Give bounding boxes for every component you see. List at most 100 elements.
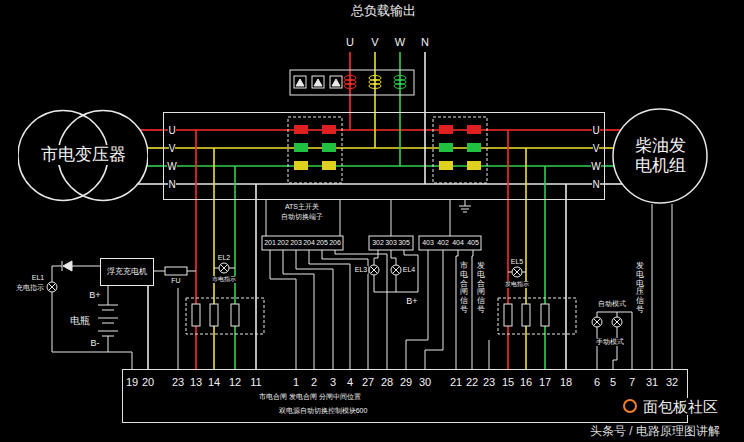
node-text: N	[168, 179, 175, 191]
node-text: 市电变压器	[41, 145, 126, 165]
control-wire	[72, 266, 100, 267]
lamp-symbol	[592, 317, 602, 327]
control-wire	[52, 292, 132, 369]
fuse-block	[192, 304, 200, 326]
terminal-number: 5	[609, 376, 617, 389]
lamp-symbol	[612, 317, 622, 327]
generator-symbol: 柴油发电机组	[612, 108, 708, 204]
phase-label: V	[370, 36, 379, 49]
fuse-block	[498, 298, 576, 334]
phase-wire	[605, 129, 621, 131]
control-wire	[374, 250, 378, 265]
lamp-symbol	[594, 319, 601, 326]
terminal-number: 4	[346, 376, 354, 389]
lamp-symbol	[614, 319, 621, 326]
ground-symbol	[461, 209, 469, 210]
terminal-number: 403	[421, 239, 435, 247]
control-wire	[102, 323, 114, 324]
control-wire	[374, 275, 375, 292]
terminal-number: 14	[207, 376, 221, 389]
control-wire	[335, 250, 387, 369]
phase-bus	[399, 52, 401, 166]
phase-wire	[140, 129, 163, 131]
terminal-number: 405	[466, 239, 480, 247]
phase-label: U	[345, 36, 355, 49]
node-text: 市电合闸 发电合闸 分闸中间位置	[259, 393, 361, 401]
transfer-switch-panel: UVWNUVWN	[163, 112, 605, 200]
lamp-symbol	[514, 269, 521, 276]
fuse-block	[186, 298, 264, 334]
phase-bus	[424, 52, 426, 184]
lamp-symbol	[594, 319, 601, 326]
terminal-number: 31	[645, 376, 659, 389]
phase-bus	[565, 184, 567, 369]
load-symbols	[312, 76, 324, 88]
annotation-label: FU	[170, 277, 181, 285]
phase-wire	[140, 130, 163, 131]
terminal-number: 305	[397, 239, 411, 247]
annotation-label: 电瓶	[69, 315, 91, 327]
lamp-symbol	[214, 268, 219, 269]
contactor-symbol	[439, 125, 453, 134]
lamp-symbol	[391, 265, 401, 275]
terminal-number: 32	[665, 376, 679, 389]
node-text: 浮充充电机	[107, 267, 147, 276]
ground-symbol	[459, 206, 471, 207]
node-text: 柴油发电机组	[635, 136, 686, 175]
contactor-symbol	[439, 143, 453, 152]
lamp-symbol	[221, 265, 228, 272]
fuse-block	[522, 304, 530, 326]
node-text: V	[169, 143, 176, 155]
terminal-number: 17	[538, 376, 552, 389]
generator-circle	[613, 109, 707, 203]
control-wire	[98, 305, 118, 306]
node-text: V	[593, 143, 600, 155]
terminal-number: 27	[361, 376, 375, 389]
terminal-number: 1	[292, 376, 300, 389]
phase-wire	[147, 165, 163, 167]
annotation-label: EL2	[217, 254, 231, 262]
terminal-number: 6	[593, 376, 601, 389]
terminal-number: 28	[380, 376, 394, 389]
terminal-number: 23	[482, 376, 496, 389]
control-wire	[456, 250, 458, 369]
watermark: 头条号 / 电路原理图讲解	[589, 425, 721, 439]
phase-wire	[138, 183, 163, 185]
control-wire	[391, 200, 392, 236]
terminal-number: 29	[399, 376, 413, 389]
control-wire	[154, 271, 165, 272]
load-symbols	[369, 84, 381, 89]
terminal-number: 303	[384, 239, 398, 247]
control-wire	[425, 250, 443, 369]
terminal-number: 2	[310, 376, 318, 389]
phase-wire	[605, 165, 614, 167]
lamp-symbol	[512, 267, 522, 277]
watermark: 面包板社区	[642, 398, 719, 415]
ground-symbol	[463, 212, 467, 213]
lamp-symbol	[49, 284, 56, 291]
control-wire	[178, 288, 179, 369]
terminal-number: 205	[315, 239, 329, 247]
control-wire	[283, 250, 314, 369]
control-wire	[374, 292, 418, 293]
load-symbols	[344, 84, 356, 89]
control-wire	[266, 200, 267, 236]
phase-wire	[147, 286, 149, 369]
phase-wire	[605, 147, 614, 149]
annotation-label: 手动模式	[595, 338, 625, 346]
annotation-label: EL4	[402, 266, 416, 274]
control-wire	[52, 266, 62, 282]
control-wire	[672, 204, 673, 369]
transformer-symbol: 市电变压器	[18, 108, 148, 203]
annotation-label: B+	[88, 290, 101, 300]
contactor-symbol	[294, 161, 308, 170]
control-wire	[108, 336, 109, 352]
annotation-label: EL3	[354, 266, 368, 274]
control-wire	[613, 327, 617, 369]
terminal-number: 202	[276, 239, 290, 247]
load-symbols	[290, 70, 414, 95]
phase-bus	[163, 147, 605, 149]
control-wire	[52, 200, 672, 369]
terminal-number: 22	[465, 376, 479, 389]
